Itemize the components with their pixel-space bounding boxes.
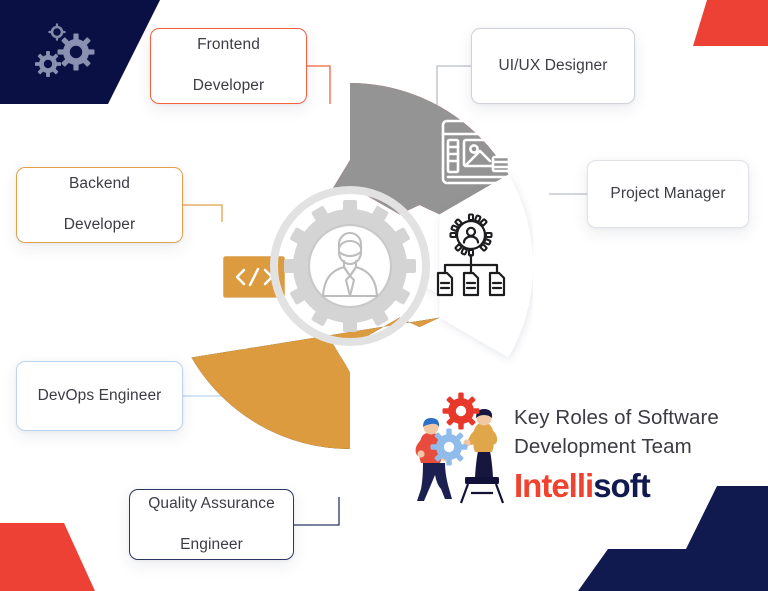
label-qa-line2: Engineer xyxy=(180,535,243,553)
label-backend-line1: Backend xyxy=(68,175,131,193)
roles-donut-wheel: QA DEVOPS xyxy=(191,83,533,449)
stool-icon xyxy=(459,477,505,504)
gears-decor-icon xyxy=(35,23,95,77)
label-project-manager[interactable]: Project Manager xyxy=(587,160,749,228)
decoration-top-right xyxy=(693,0,768,46)
label-backend-line2: Developer xyxy=(63,216,136,234)
label-pm-line1: Project Manager xyxy=(610,184,726,202)
label-uiux-designer[interactable]: UI/UX Designer xyxy=(471,28,635,104)
decoration-bottom-left xyxy=(0,523,95,591)
title-line-1: Key Roles of Software xyxy=(514,406,719,429)
wheel-segment-project-manager[interactable] xyxy=(419,174,533,358)
decoration-bottom-right xyxy=(578,486,768,591)
label-frontend-line1: Frontend xyxy=(197,36,260,54)
label-backend-developer[interactable]: Backend Developer xyxy=(16,167,183,243)
logo-text-part2: soft xyxy=(593,467,650,504)
gear-red-icon xyxy=(442,392,480,430)
label-frontend-line2: Developer xyxy=(192,77,265,95)
intellisoft-logo[interactable]: Intellisoft xyxy=(514,467,651,505)
wheel-segment-uiux[interactable] xyxy=(327,83,521,215)
two-people-holding-gears-illustration xyxy=(415,392,505,504)
label-uiux-line1: UI/UX Designer xyxy=(498,56,608,74)
label-devops-engineer[interactable]: DevOps Engineer xyxy=(16,361,183,431)
center-hub xyxy=(270,186,430,346)
design-layout-icon xyxy=(441,119,521,185)
gear-blue-icon xyxy=(430,428,468,466)
decoration-top-left xyxy=(0,0,160,104)
label-frontend-developer[interactable]: Frontend Developer xyxy=(150,28,307,104)
label-qa-line1: Quality Assurance xyxy=(148,494,275,512)
label-devops-line1: DevOps Engineer xyxy=(37,386,162,404)
page-title: Key Roles of Software Development Team xyxy=(514,403,766,461)
logo-text-part1: Intelli xyxy=(514,467,594,504)
gear-person-docs-icon xyxy=(436,213,506,297)
person-right xyxy=(463,409,498,477)
title-line-2: Development Team xyxy=(514,435,692,459)
gear-businessperson-icon xyxy=(284,200,416,332)
label-qa-engineer[interactable]: Quality Assurance Engineer xyxy=(129,489,294,560)
